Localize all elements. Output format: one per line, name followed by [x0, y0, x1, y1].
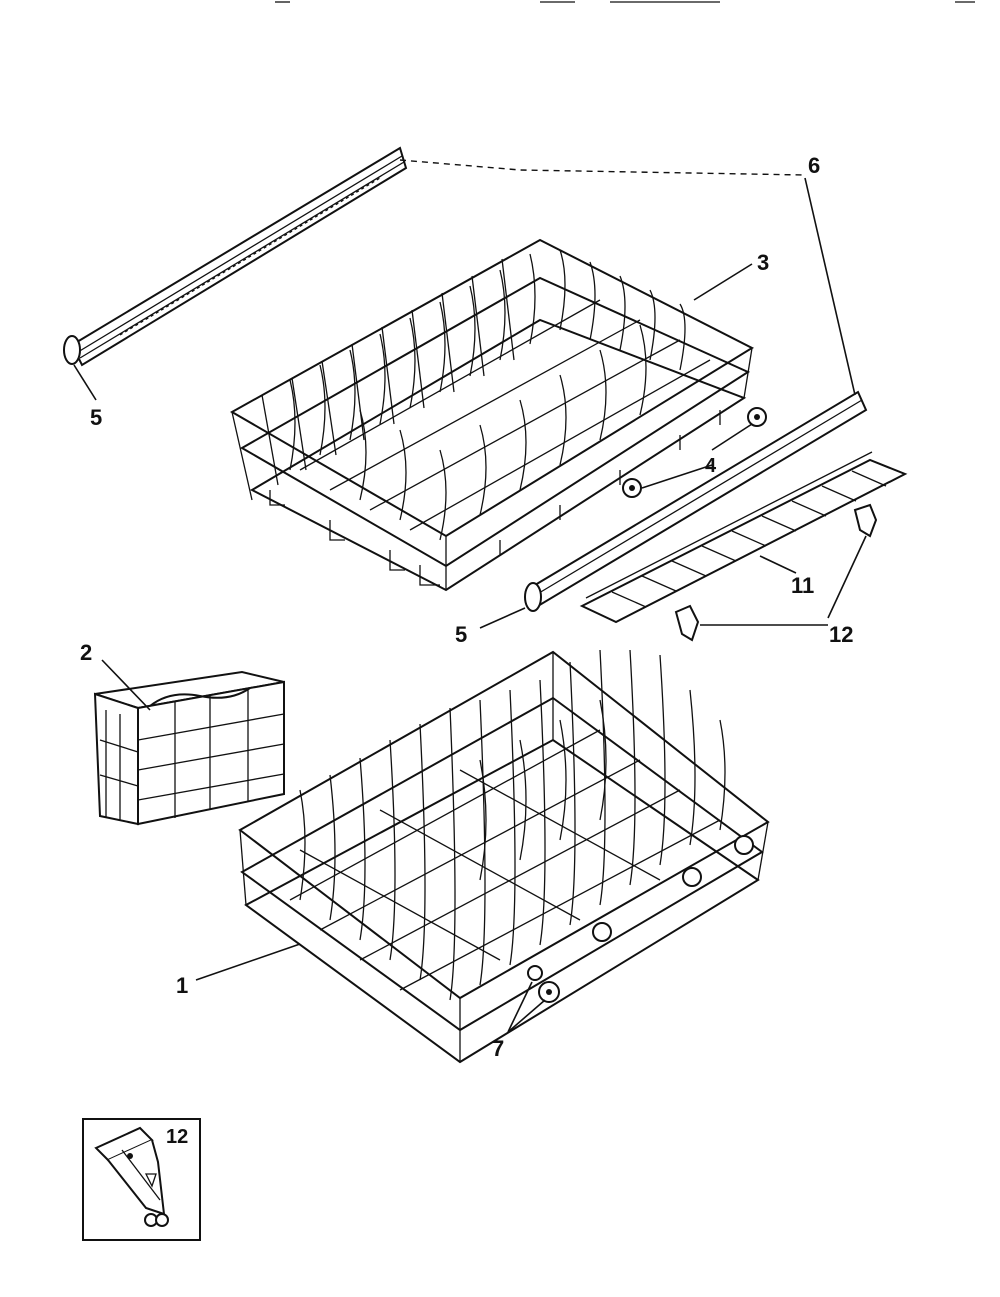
lower-rack-wheel-b	[538, 981, 560, 1003]
callout-7: 7	[492, 1036, 504, 1061]
shelf-clip-b	[674, 604, 700, 642]
callout-2: 2	[80, 640, 92, 665]
leader-4-b	[641, 464, 713, 489]
leader-5-left	[73, 364, 97, 401]
shelf-clip-a	[853, 503, 878, 538]
callout-12-inset: 12	[166, 1126, 188, 1148]
leader-4-a	[711, 423, 753, 451]
leader-1	[195, 943, 301, 981]
track-end-cap-right	[524, 582, 542, 612]
callout-1: 1	[176, 973, 188, 998]
callout-11: 11	[791, 573, 814, 598]
leader-5-right	[479, 607, 526, 629]
lower-rack-wheels	[592, 835, 754, 942]
track-end-cap-left	[63, 335, 81, 365]
upper-rack-wheel-b	[622, 478, 642, 498]
callout-6: 6	[808, 153, 820, 178]
silverware-basket	[93, 670, 285, 826]
callout-12: 12	[829, 622, 853, 647]
leader-7-a	[507, 981, 533, 1033]
leader-6-down	[804, 177, 856, 396]
cup-shelf	[579, 451, 908, 624]
leader-11	[759, 555, 797, 574]
rack-track-left	[70, 146, 408, 367]
lower-rack	[238, 649, 770, 1064]
shelf-clip-detail	[94, 1126, 169, 1227]
rack-track-right	[528, 390, 868, 608]
upper-rack-wheel-a	[747, 407, 767, 427]
callout-4: 4	[705, 455, 717, 477]
leader-12-a	[827, 535, 867, 619]
leader-7-b	[507, 999, 546, 1033]
inset-detail-box: 12	[82, 1118, 201, 1241]
callout-3: 3	[757, 250, 769, 275]
leader-2	[101, 659, 151, 711]
leader-3	[693, 263, 753, 301]
upper-rack	[229, 238, 755, 592]
callout-5-right: 5	[455, 622, 467, 647]
lower-rack-wheel-a	[527, 965, 543, 981]
leader-6-top	[399, 159, 806, 176]
callout-5-left: 5	[90, 405, 102, 430]
